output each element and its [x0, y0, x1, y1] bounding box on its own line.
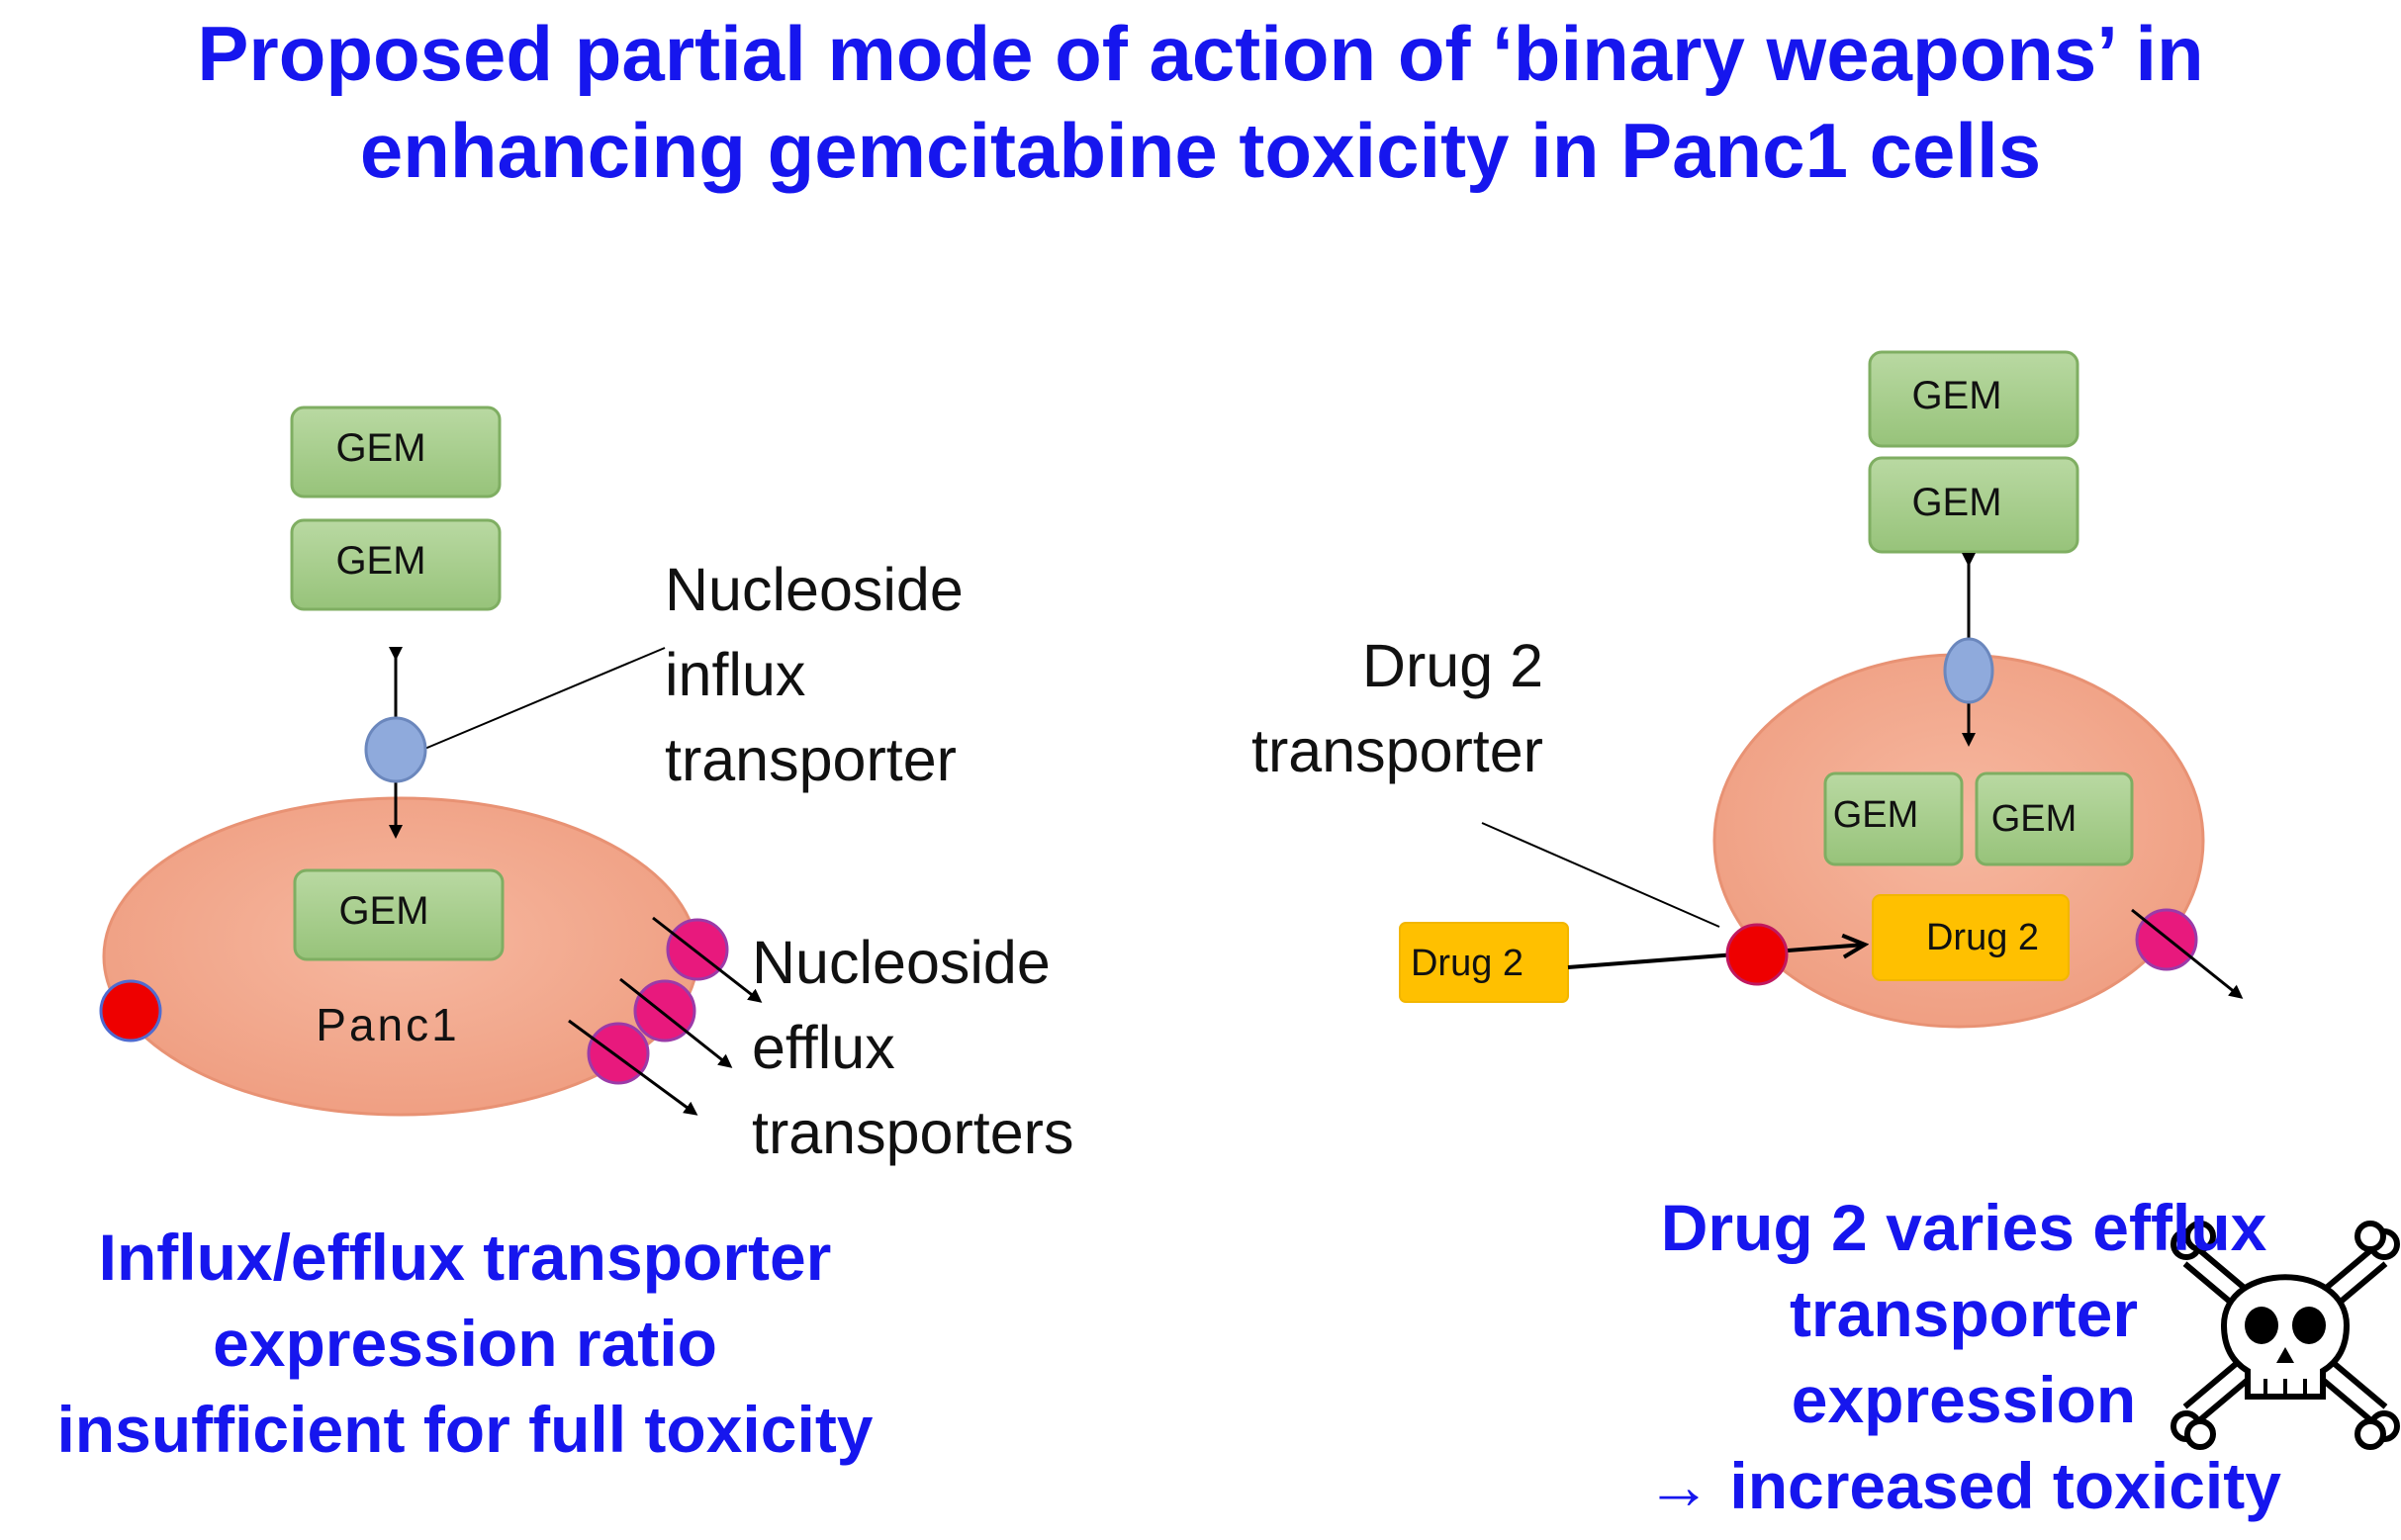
gem-box-right-inside-left — [1823, 771, 1964, 866]
left-panel: GEM GEM GEM Panc1 — [99, 406, 763, 1117]
gem-box-right-outside-top — [1868, 350, 2079, 448]
panc1-cell-label: Panc1 — [316, 999, 459, 1050]
gem-box-left-outside-top — [290, 406, 502, 498]
gem-box-right-outside-bottom — [1868, 456, 2079, 554]
right-caption: Drug 2 varies efflux transporter express… — [1583, 1185, 2345, 1529]
efflux-arrow-left-1 — [652, 916, 763, 1003]
title-line-2: enhancing gemcitabine toxicity in Panc1 … — [359, 107, 2042, 194]
right-caption-line-2: transporter — [1789, 1277, 2139, 1350]
skull-crossbones-icon — [2170, 1221, 2400, 1450]
drug2-box-inside — [1872, 894, 2070, 981]
title-line-1: Proposed partial mode of action of ‘bina… — [197, 10, 2204, 97]
gem-box-left-inside — [293, 868, 505, 961]
drug2-transporter-left — [99, 979, 162, 1042]
left-caption: Influx/efflux transporter expression rat… — [0, 1215, 930, 1473]
influx-transporter-label: Nucleoside influx transporter — [665, 547, 964, 802]
efflux-label-line-1: Nucleoside — [752, 929, 1051, 996]
gem-box-right-inside-right — [1975, 771, 2134, 866]
efflux-arrow-left-3 — [568, 1019, 698, 1116]
right-panel: GEM GEM GEM GEM Drug 2 Drug 2 — [1399, 350, 2400, 1450]
efflux-arrow-right — [2131, 908, 2244, 999]
influx-label-line-1: Nucleoside — [665, 556, 964, 623]
drug2-transporter-label-line-1: Drug 2 — [1361, 632, 1543, 699]
efflux-transporter-right — [2135, 908, 2198, 971]
efflux-label-line-3: transporters — [752, 1099, 1074, 1166]
drug2-label-inside: Drug 2 — [1926, 917, 2039, 958]
left-caption-line-3: insufficient for full toxicity — [56, 1393, 874, 1466]
drug2-label-outside: Drug 2 — [1411, 943, 1524, 984]
right-caption-line-1: Drug 2 varies efflux — [1660, 1191, 2267, 1264]
right-caption-line-3: expression — [1791, 1363, 2137, 1436]
drug2-transporter-label-line-2: transporter — [1251, 717, 1543, 784]
influx-label-line-2: influx — [665, 641, 806, 708]
page-title: Proposed partial mode of action of ‘bina… — [0, 5, 2401, 199]
influx-label-line-3: transporter — [665, 726, 957, 793]
influx-pointer-line — [421, 647, 666, 751]
drug2-transporter-pointer-line — [1481, 822, 1720, 928]
drug2-transporter-label: Drug 2 transporter — [1187, 623, 1543, 793]
gem-label-left-outside-top: GEM — [335, 426, 425, 470]
drug2-box-outside — [1399, 922, 1569, 1003]
left-caption-line-1: Influx/efflux transporter — [98, 1221, 832, 1294]
drug2-transporter-right — [1725, 923, 1789, 986]
gem-box-left-outside-bottom — [290, 518, 502, 611]
drug2-entry-arrow — [1567, 945, 1865, 969]
gem-label-left-outside-bottom: GEM — [335, 539, 425, 583]
gem-label-right-inside-left: GEM — [1833, 794, 1919, 836]
influx-transporter-right — [1943, 637, 1994, 704]
influx-transporter-left — [364, 716, 427, 783]
gem-label-right-outside-bottom: GEM — [1911, 481, 2001, 524]
efflux-transporters-label: Nucleoside efflux transporters — [752, 920, 1073, 1175]
efflux-label-line-2: efflux — [752, 1014, 895, 1081]
right-caption-line-4: → increased toxicity — [1646, 1449, 2281, 1522]
gem-label-right-inside-right: GEM — [1991, 798, 2078, 840]
gem-label-right-outside-top: GEM — [1911, 374, 2001, 417]
left-caption-line-2: expression ratio — [213, 1307, 717, 1380]
efflux-arrow-left-2 — [619, 977, 733, 1068]
gem-label-left-inside: GEM — [338, 889, 428, 933]
